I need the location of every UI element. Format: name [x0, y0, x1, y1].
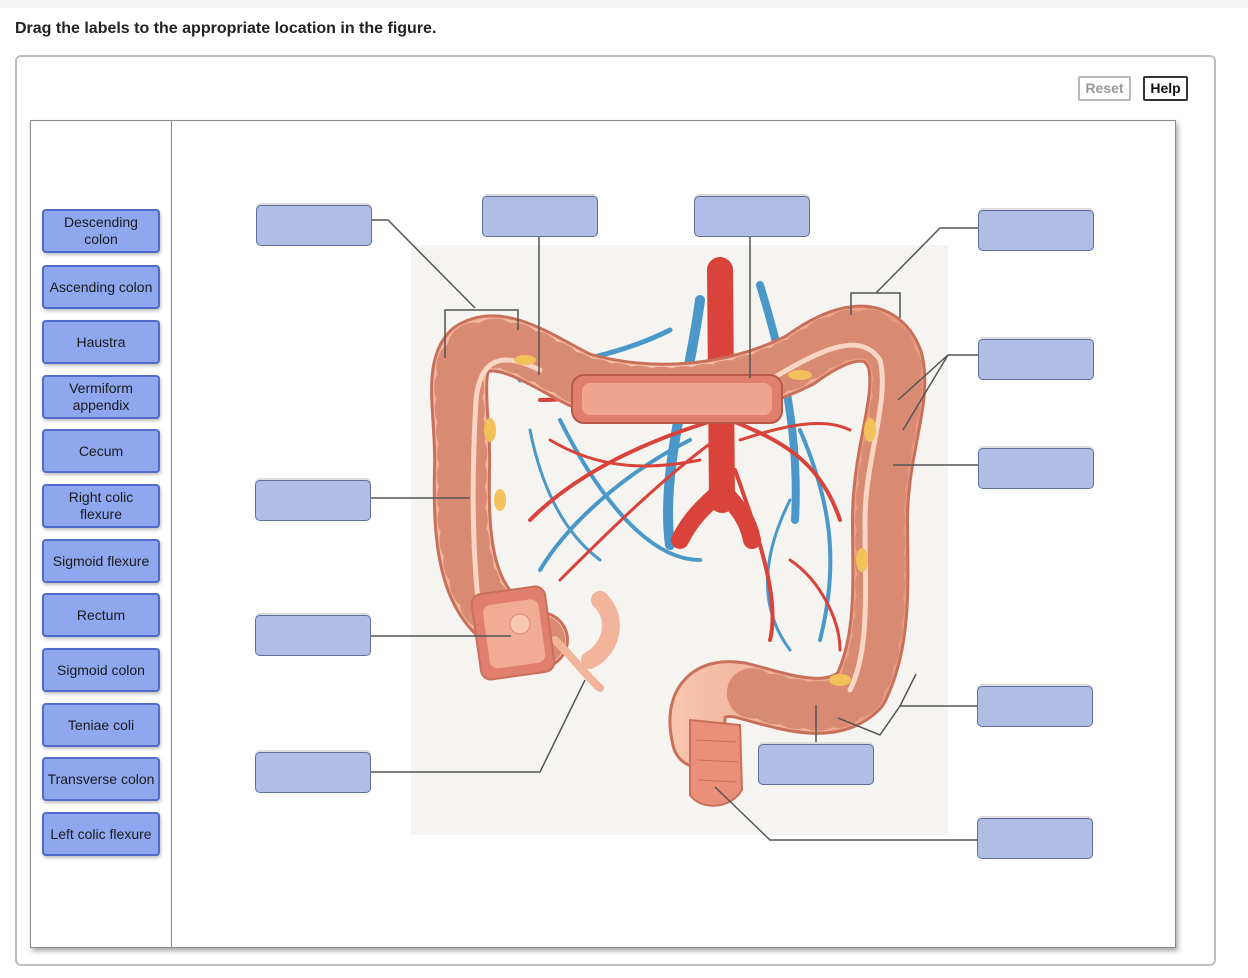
label-cecum[interactable]: Cecum	[42, 429, 160, 473]
transverse-colon-cutaway	[571, 374, 783, 424]
help-button[interactable]: Help	[1143, 76, 1188, 101]
instruction-text: Drag the labels to the appropriate locat…	[15, 20, 437, 37]
leader-lines	[369, 219, 978, 841]
drop-zone-bottom-center[interactable]	[758, 744, 874, 785]
label-haustra[interactable]: Haustra	[42, 320, 160, 364]
label-sigmoid-colon[interactable]: Sigmoid colon	[42, 648, 160, 692]
label-sigmoid-flexure[interactable]: Sigmoid flexure	[42, 539, 160, 583]
drop-zone-right-2[interactable]	[978, 339, 1094, 380]
drop-zone-upper-left[interactable]	[256, 205, 372, 246]
drop-zone-top-center-right[interactable]	[694, 196, 810, 237]
cecum-cutaway	[470, 585, 620, 692]
label-ascending-colon[interactable]: Ascending colon	[42, 265, 160, 309]
reset-button[interactable]: Reset	[1078, 76, 1131, 101]
label-teniae-coli[interactable]: Teniae coli	[42, 703, 160, 747]
rectum	[689, 718, 744, 807]
drop-zone-left-bottom[interactable]	[255, 752, 371, 793]
top-strip	[0, 0, 1248, 8]
label-bank-divider	[171, 120, 172, 948]
drop-zone-bottom-right[interactable]	[977, 818, 1093, 859]
label-descending-colon[interactable]: Descending colon	[42, 209, 160, 253]
drop-zone-left-lower[interactable]	[255, 615, 371, 656]
drop-zone-upper-right[interactable]	[978, 210, 1094, 251]
label-transverse-colon[interactable]: Transverse colon	[42, 757, 160, 801]
drop-zone-right-3[interactable]	[978, 448, 1094, 489]
drop-zone-top-center-left[interactable]	[482, 196, 598, 237]
drop-zone-left-middle[interactable]	[255, 480, 371, 521]
label-right-colic-flexure[interactable]: Right colic flexure	[42, 484, 160, 528]
drop-zone-right-4[interactable]	[977, 686, 1093, 727]
label-left-colic-flexure[interactable]: Left colic flexure	[42, 812, 160, 856]
label-rectum[interactable]: Rectum	[42, 593, 160, 637]
label-vermiform-appendix[interactable]: Vermiform appendix	[42, 375, 160, 419]
colon	[430, 304, 927, 769]
